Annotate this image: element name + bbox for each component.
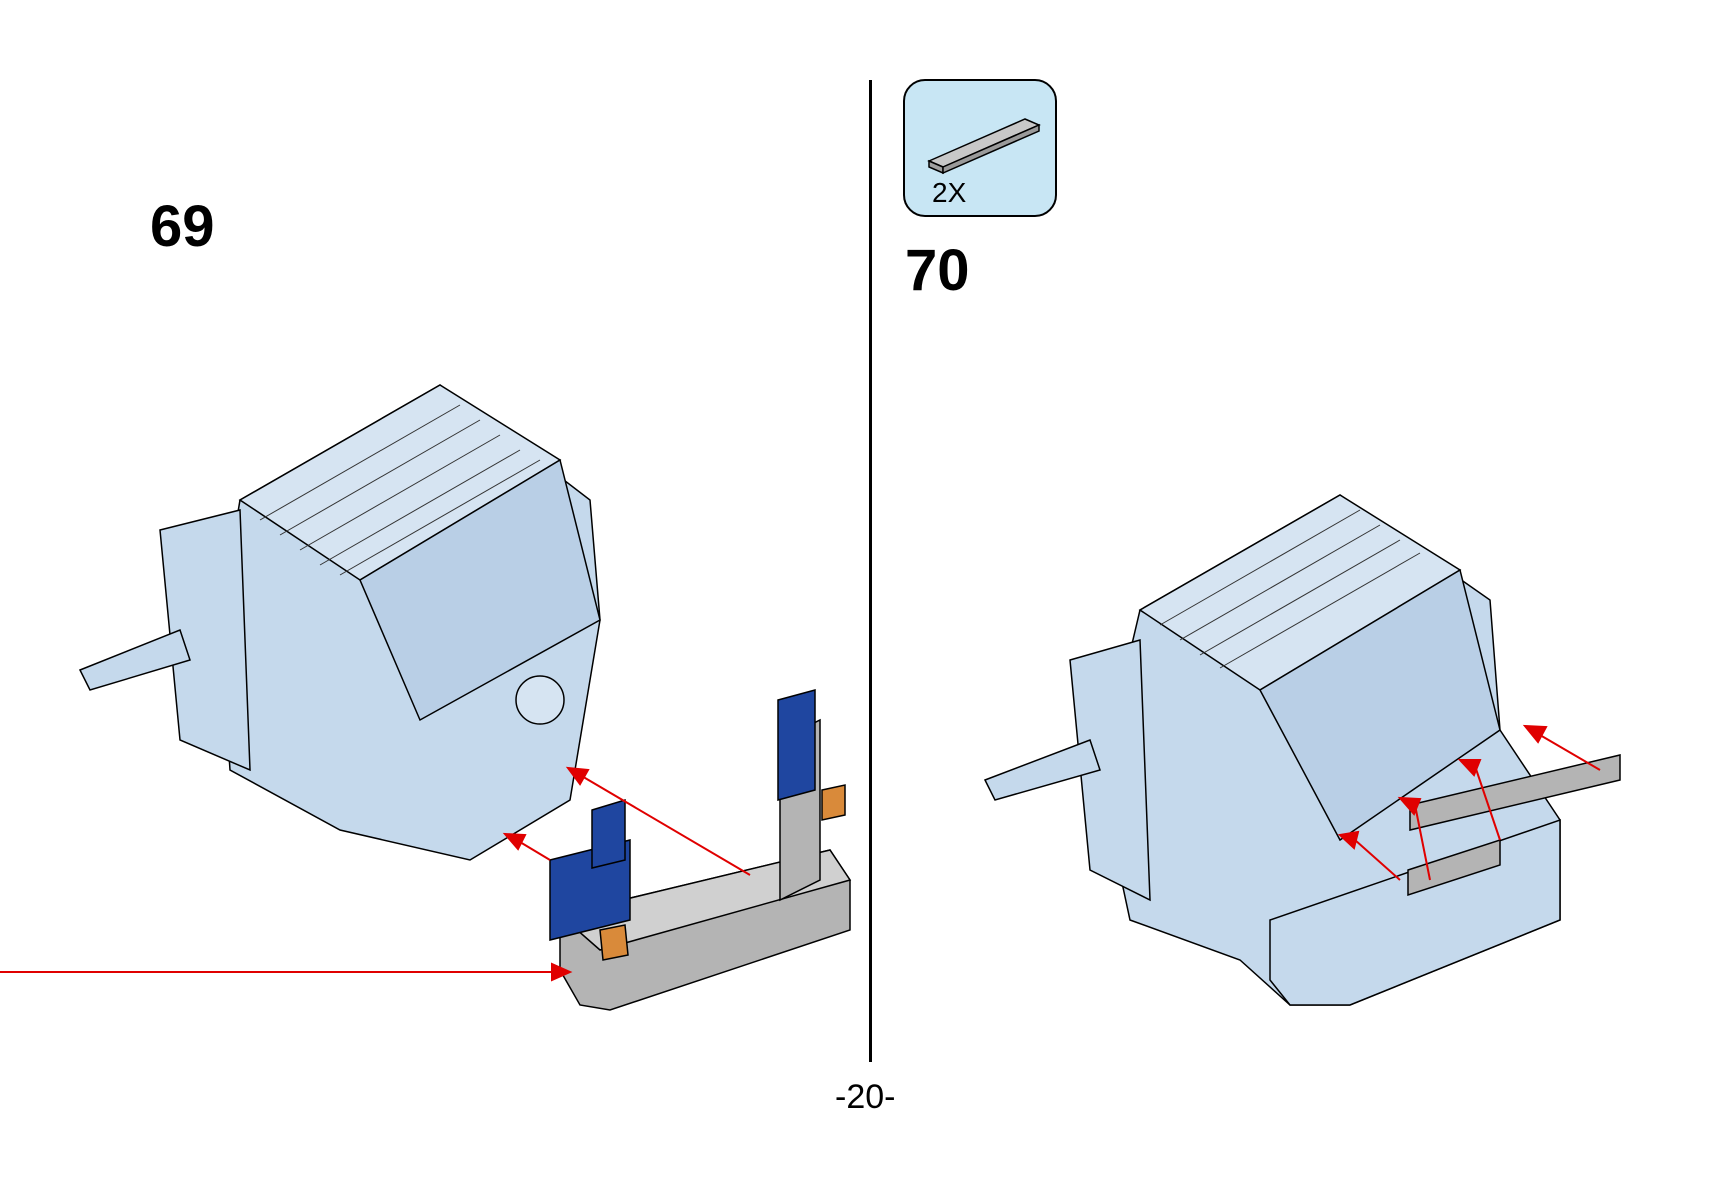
assembly-arrows xyxy=(0,766,751,982)
page-divider xyxy=(869,80,872,1062)
gray-tiles xyxy=(1407,754,1621,897)
parts-callout: 2X xyxy=(903,79,1057,217)
gray-tile-1x4-icon xyxy=(927,118,1041,175)
page-number: -20- xyxy=(835,1078,896,1116)
assembly-arrows xyxy=(1337,724,1601,881)
step-69-number: 69 xyxy=(150,194,215,259)
step-70-number: 70 xyxy=(905,238,970,303)
gray-tile xyxy=(1407,838,1501,897)
part-quantity: 2X xyxy=(932,177,967,208)
gray-tile xyxy=(1409,754,1621,831)
